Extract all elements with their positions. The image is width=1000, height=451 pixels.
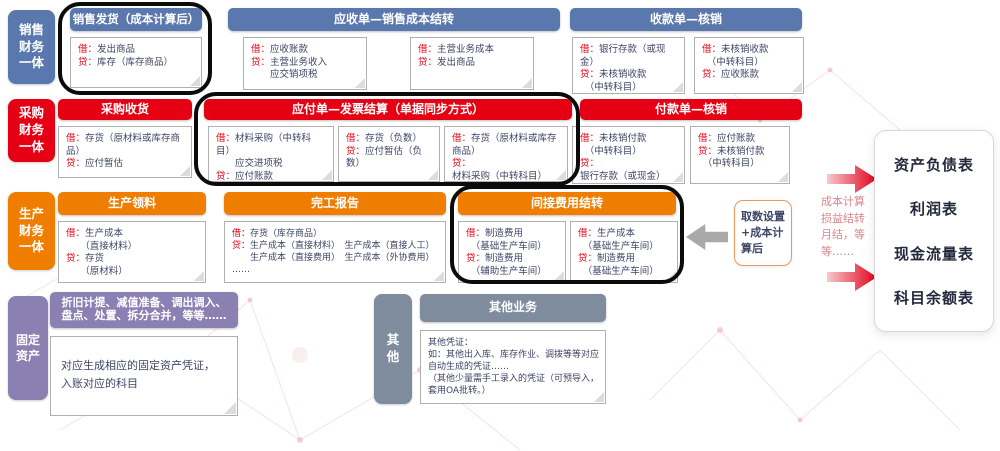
collection-journal-note-1: 借：银行存款（或现金）贷：未核销收款 （中转科目）	[572, 37, 685, 94]
sales-shipment-journal-note: 借：发出商品贷：库存（库存商品）	[70, 37, 202, 88]
sales-shipment-header: 销售发货（成本计算后）	[70, 8, 202, 31]
payment-journal-note-2: 借：应付账款贷：未核销付款 （中转科目）	[690, 126, 790, 184]
collection-journal-note-2: 借：未核销收款 （中转科目）贷：应收账款	[694, 37, 804, 94]
indirect-cost-journal-note-1: 借：制造费用 （基础生产车间）贷：制造费用 （辅助生产车间）	[458, 221, 566, 283]
completion-report-header: 完工报告	[224, 192, 446, 215]
report-balance-sheet: 资产负债表	[893, 156, 974, 175]
receivable-journal-note-2: 借：主营业务成本贷：发出商品	[410, 37, 534, 90]
material-issue-header: 生产领料	[58, 192, 206, 215]
purchase-receipt-journal-note: 借：存货（原材料或库存商品）贷：应付暂估	[58, 126, 192, 178]
material-issue-journal-note: 借：生产成本 （直接材料）贷：存货 （原材料）	[58, 221, 206, 283]
financial-reports-panel: 资产负债表 利润表 现金流量表 科目余额表	[874, 130, 994, 332]
completion-report-journal-note: 借：存货（库存商品）贷：生产成本（直接材料） 生产成本（直接人工） 生产成本（直…	[224, 221, 446, 283]
report-income-statement: 利润表	[909, 200, 958, 219]
payable-journal-note-3: 借：存货（原材料或库存商品）贷：材料采购（中转科目）	[444, 126, 568, 182]
row-label-purchase-finance: 采购 财务 一体	[8, 99, 55, 162]
other-business-header: 其他业务	[420, 294, 606, 322]
report-cash-flow: 现金流量表	[893, 244, 974, 263]
data-fetch-cost-calc-box: 取数设置+成本计算后	[734, 200, 792, 266]
indirect-cost-carryover-header: 间接费用结转	[458, 192, 676, 215]
fixed-assets-note: 对应生成相应的固定资产凭证， 入账对应的科目	[50, 336, 238, 416]
indirect-cost-journal-note-2: 借：生产成本 （基础生产车间）贷：制造费用 （基础生产车间）	[570, 221, 678, 283]
other-business-note: 其他凭证：如：其他出入库、库存作业、调拨等等对应自动生成的凭证……（其他少量需手…	[420, 330, 606, 404]
row-label-sales-finance: 销售 财务 一体	[8, 10, 55, 84]
payment-journal-note-1: 借：未核销付款 （中转科目）贷：银行存款（或现金）	[572, 126, 685, 184]
payable-journal-note-1: 借：材料采购（中转科目） 应交进项税贷：应付账款	[208, 126, 334, 182]
row-label-fixed-assets: 固定 资产	[8, 296, 48, 400]
cost-calc-side-note: 成本计算 损益结转 月结，等 等……	[821, 195, 865, 258]
fixed-assets-header: 折旧计提、减值准备、调出调入、 盘点、处置、拆分合并，等等……	[50, 292, 238, 328]
payable-journal-note-2: 借：存货（负数）贷：应付暂估（负数）	[338, 126, 440, 182]
payable-invoice-settlement-header: 应付单—发票结算（单据同步方式）	[204, 99, 572, 120]
row-label-other: 其 他	[374, 294, 412, 404]
report-account-balance: 科目余额表	[893, 288, 974, 307]
collection-writeoff-header: 收款单—核销	[570, 8, 802, 31]
receivable-cost-carryover-header: 应收单—销售成本结转	[228, 8, 560, 31]
row-label-production-finance: 生产 财务 一体	[8, 192, 55, 270]
payment-writeoff-header: 付款单—核销	[580, 99, 802, 120]
purchase-receipt-header: 采购收货	[58, 99, 192, 120]
receivable-journal-note-1: 借：应收账款贷：主营业务收入 应交销项税	[243, 37, 367, 90]
